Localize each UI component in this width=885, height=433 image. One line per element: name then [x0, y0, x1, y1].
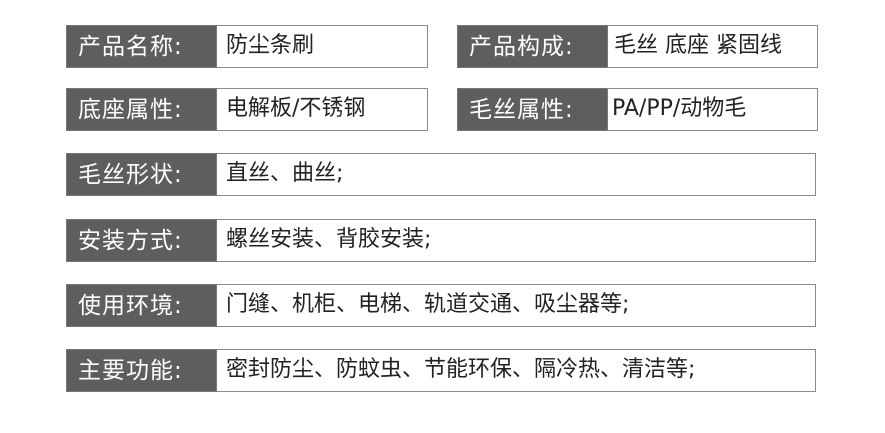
spec-row-bristle-shape: 毛丝形状: 直丝、曲丝; [66, 153, 816, 196]
spec-row-product-composition: 产品构成: 毛丝 底座 紧固线 [457, 25, 818, 68]
spec-label: 毛丝形状: [66, 153, 217, 196]
spec-value: 螺丝安装、背胶安装; [217, 219, 816, 262]
spec-label: 产品构成: [457, 25, 608, 68]
spec-row-bristle-material: 毛丝属性: PA/PP/动物毛 [457, 88, 818, 131]
spec-value: 电解板/不锈钢 [217, 88, 428, 131]
spec-label: 产品名称: [66, 25, 217, 68]
spec-label: 毛丝属性: [457, 88, 608, 131]
spec-value: 直丝、曲丝; [217, 153, 816, 196]
spec-row-product-name: 产品名称: 防尘条刷 [66, 25, 428, 68]
spec-row-installation: 安装方式: 螺丝安装、背胶安装; [66, 219, 816, 262]
spec-value: 密封防尘、防蚊虫、节能环保、隔冷热、清洁等; [217, 349, 816, 392]
spec-value: 防尘条刷 [217, 25, 428, 68]
spec-label: 安装方式: [66, 219, 217, 262]
spec-row-main-functions: 主要功能: 密封防尘、防蚊虫、节能环保、隔冷热、清洁等; [66, 349, 816, 392]
spec-row-usage-environment: 使用环境: 门缝、机柜、电梯、轨道交通、吸尘器等; [66, 284, 816, 327]
spec-label: 使用环境: [66, 284, 217, 327]
spec-value: PA/PP/动物毛 [608, 88, 818, 131]
spec-value: 毛丝 底座 紧固线 [608, 25, 818, 68]
spec-label: 主要功能: [66, 349, 217, 392]
spec-value: 门缝、机柜、电梯、轨道交通、吸尘器等; [217, 284, 816, 327]
spec-label: 底座属性: [66, 88, 217, 131]
spec-row-base-material: 底座属性: 电解板/不锈钢 [66, 88, 428, 131]
